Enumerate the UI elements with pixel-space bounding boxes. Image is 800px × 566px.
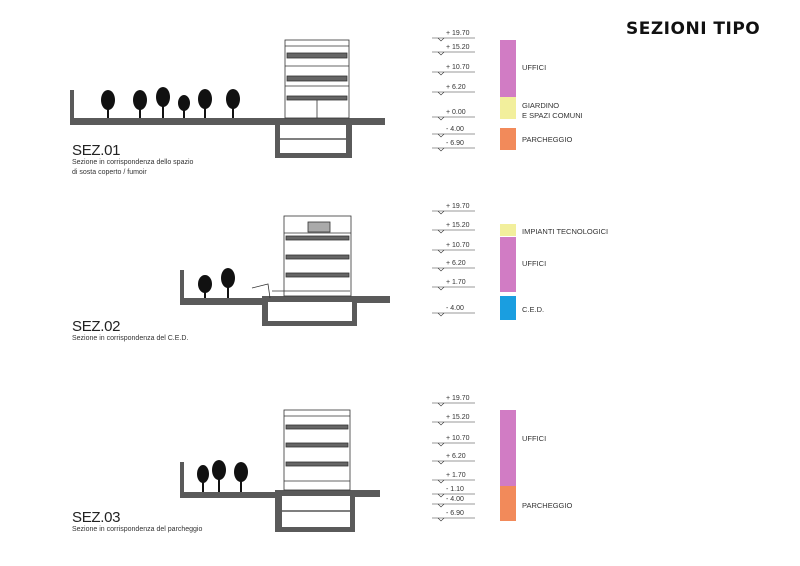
elevation-line xyxy=(432,479,475,484)
elevation-label: - 6.90 xyxy=(446,510,464,517)
elevation-line xyxy=(432,402,475,407)
elevation-line xyxy=(432,51,475,56)
tree-icon xyxy=(156,87,170,118)
legend-swatch xyxy=(500,296,516,320)
section-03-description: Sezione in corrispondenza del parcheggio xyxy=(72,526,203,533)
elevation-line xyxy=(432,460,475,465)
elevation-line xyxy=(432,91,475,96)
legend-swatch xyxy=(500,237,516,292)
legend-swatch xyxy=(500,410,516,486)
elevation-label: + 19.70 xyxy=(446,203,470,210)
elevation-label: - 4.00 xyxy=(446,305,464,312)
elevation-label: + 1.70 xyxy=(446,472,466,479)
elevation-label: - 4.00 xyxy=(446,496,464,503)
elevation-line xyxy=(432,421,475,426)
elevation-line xyxy=(432,71,475,76)
page-title: SEZIONI TIPO xyxy=(626,19,761,39)
section-01-description: Sezione in corrispondenza dello spazio d… xyxy=(72,159,194,176)
legend-label: PARCHEGGIO xyxy=(522,501,573,510)
elevation-line xyxy=(432,442,475,447)
legend-swatch xyxy=(500,97,516,119)
legend-label: IMPIANTI TECNOLOGICI xyxy=(522,227,609,236)
elevation-line xyxy=(432,312,475,317)
section-01-label: SEZ.01 xyxy=(72,142,121,159)
section-03-label: SEZ.03 xyxy=(72,509,121,526)
tree-icon xyxy=(101,90,115,118)
legend-label: GIARDINO E SPAZI COMUNI xyxy=(522,101,583,120)
elevation-line xyxy=(432,503,475,508)
tree-icon xyxy=(178,95,190,118)
elevation-line xyxy=(432,116,475,121)
elevation-label: + 19.70 xyxy=(446,30,470,37)
legend-swatch xyxy=(500,40,516,98)
elevation-label: + 19.70 xyxy=(446,395,470,402)
elevation-line xyxy=(432,210,475,215)
elevation-line xyxy=(432,517,475,522)
tree-icon xyxy=(212,460,226,492)
elevation-line xyxy=(432,249,475,254)
tree-icon xyxy=(226,89,240,118)
elevation-label: + 15.20 xyxy=(446,222,470,229)
legend-label: UFFICI xyxy=(522,434,547,443)
legend-label: PARCHEGGIO xyxy=(522,135,573,144)
elevation-label: + 15.20 xyxy=(446,414,470,421)
elevation-line xyxy=(432,493,475,498)
tree-icon xyxy=(197,465,209,492)
elevation-label: + 6.20 xyxy=(446,453,466,460)
elevation-label: + 6.20 xyxy=(446,84,466,91)
elevation-label: - 4.00 xyxy=(446,126,464,133)
elevation-line xyxy=(432,37,475,42)
legend-label: UFFICI xyxy=(522,63,547,72)
elevation-markers xyxy=(432,37,475,522)
elevation-label: + 0.00 xyxy=(446,109,466,116)
elevation-label: + 10.70 xyxy=(446,64,470,71)
elevation-line xyxy=(432,133,475,138)
elevation-line xyxy=(432,286,475,291)
elevation-line xyxy=(432,229,475,234)
elevation-label: + 6.20 xyxy=(446,260,466,267)
legend-swatch xyxy=(500,486,516,521)
elevation-line xyxy=(432,267,475,272)
section-01-drawing xyxy=(70,39,385,158)
section-03-drawing xyxy=(180,409,380,532)
trees xyxy=(101,87,240,118)
elevation-label: + 10.70 xyxy=(446,242,470,249)
elevation-label: - 1.10 xyxy=(446,486,464,493)
elevation-label: - 6.90 xyxy=(446,140,464,147)
tree-icon xyxy=(133,90,147,118)
section-02-label: SEZ.02 xyxy=(72,318,121,335)
section-02-description: Sezione in corrispondenza del C.E.D. xyxy=(72,335,189,342)
tree-icon xyxy=(198,89,212,118)
tree-icon xyxy=(221,268,235,298)
elevation-label: + 1.70 xyxy=(446,279,466,286)
legend-swatch xyxy=(500,224,516,236)
elevation-label: + 15.20 xyxy=(446,44,470,51)
legend-label: UFFICI xyxy=(522,259,547,268)
elevation-line xyxy=(432,147,475,152)
elevation-label: + 10.70 xyxy=(446,435,470,442)
building xyxy=(284,39,350,119)
legend-swatch xyxy=(500,128,516,150)
tree-icon xyxy=(234,462,248,492)
legend-label: C.E.D. xyxy=(522,305,545,314)
ground-slab xyxy=(70,90,270,125)
section-02-drawing xyxy=(180,215,390,326)
tree-icon xyxy=(198,275,212,298)
